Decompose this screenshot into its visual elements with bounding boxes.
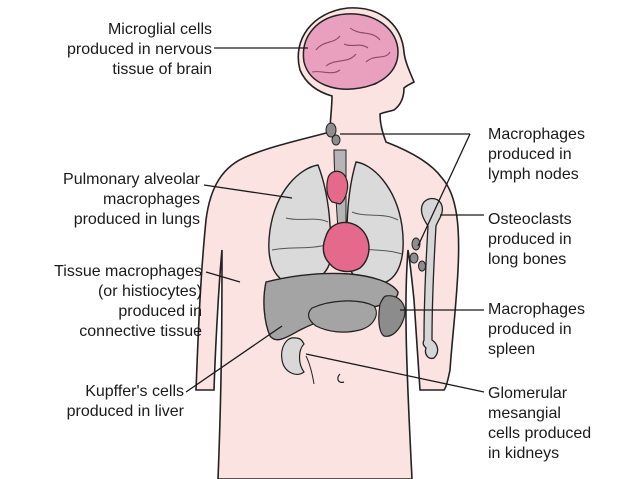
aorta [326, 170, 349, 205]
leader-pulmonary [203, 184, 293, 199]
navel [337, 373, 345, 383]
lymph-node-axilla-1 [411, 237, 421, 251]
label-pulmonary: Pulmonary alveolar macrophages produced … [63, 171, 200, 228]
leader-lymph-axilla [417, 133, 471, 247]
heart [322, 221, 370, 273]
lymph-node-axilla-3 [418, 260, 426, 272]
label-spleen: Macrophages produced in spleen [488, 301, 585, 358]
kidney [281, 337, 305, 375]
leader-lines [185, 47, 485, 393]
label-glomerular: Glomerular mesangial cells produced in k… [488, 385, 592, 462]
label-tissue: Tissue macrophages (or histiocytes) prod… [54, 263, 202, 340]
leader-glomerular [305, 353, 485, 393]
lymph-node-neck-2 [331, 134, 341, 146]
leader-kupffer [185, 325, 283, 393]
label-osteoclasts: Osteoclasts produced in long bones [488, 211, 572, 268]
lymph-node-axilla-2 [409, 252, 419, 264]
label-microglial: Microglial cells produced in nervous tis… [67, 21, 212, 78]
lymph-node-neck [325, 122, 337, 138]
stomach [307, 300, 377, 333]
leader-tissue [205, 271, 241, 283]
brain [302, 13, 399, 90]
spleen [378, 295, 406, 337]
label-lymph: Macrophages produced in lymph nodes [488, 126, 585, 183]
label-kupffer: Kupffer's cells produced in liver [66, 383, 184, 420]
